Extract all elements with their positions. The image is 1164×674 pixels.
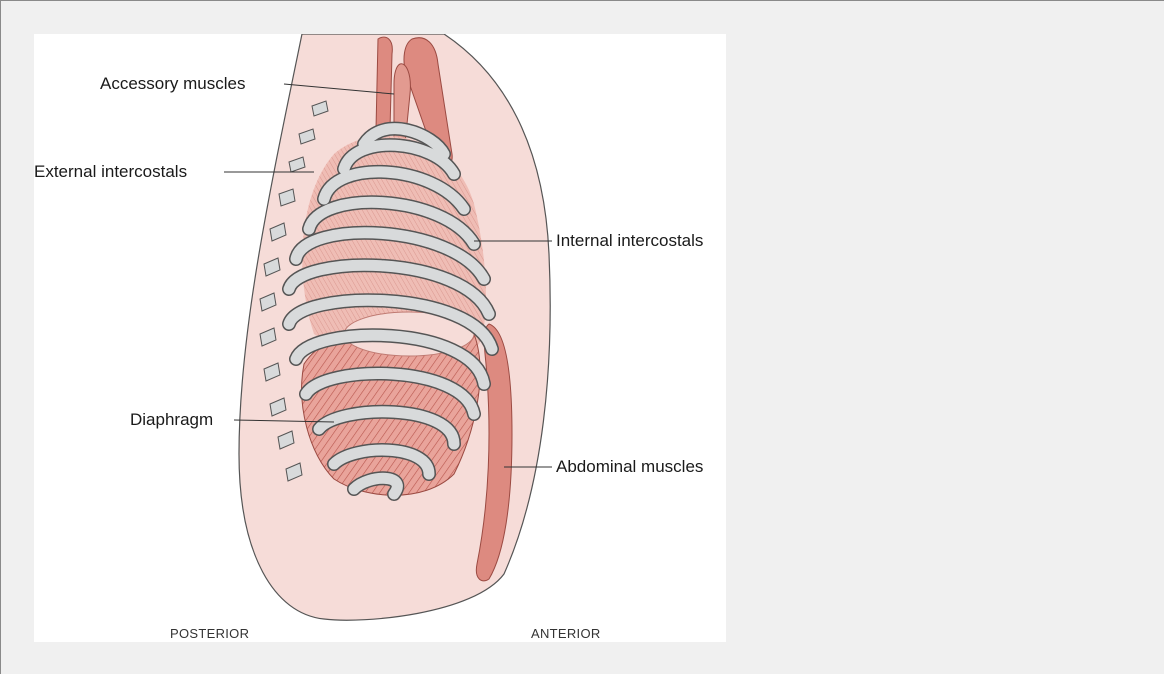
thorax-diagram [34, 34, 726, 642]
label-accessory-muscles: Accessory muscles [100, 74, 245, 94]
label-anterior: ANTERIOR [531, 626, 601, 641]
label-external-intercostals: External intercostals [34, 162, 187, 182]
anatomy-figure: Accessory muscles External intercostals … [34, 34, 726, 642]
label-abdominal-muscles: Abdominal muscles [556, 457, 703, 477]
label-internal-intercostals: Internal intercostals [556, 231, 703, 251]
label-posterior: POSTERIOR [170, 626, 249, 641]
label-diaphragm: Diaphragm [130, 410, 213, 430]
